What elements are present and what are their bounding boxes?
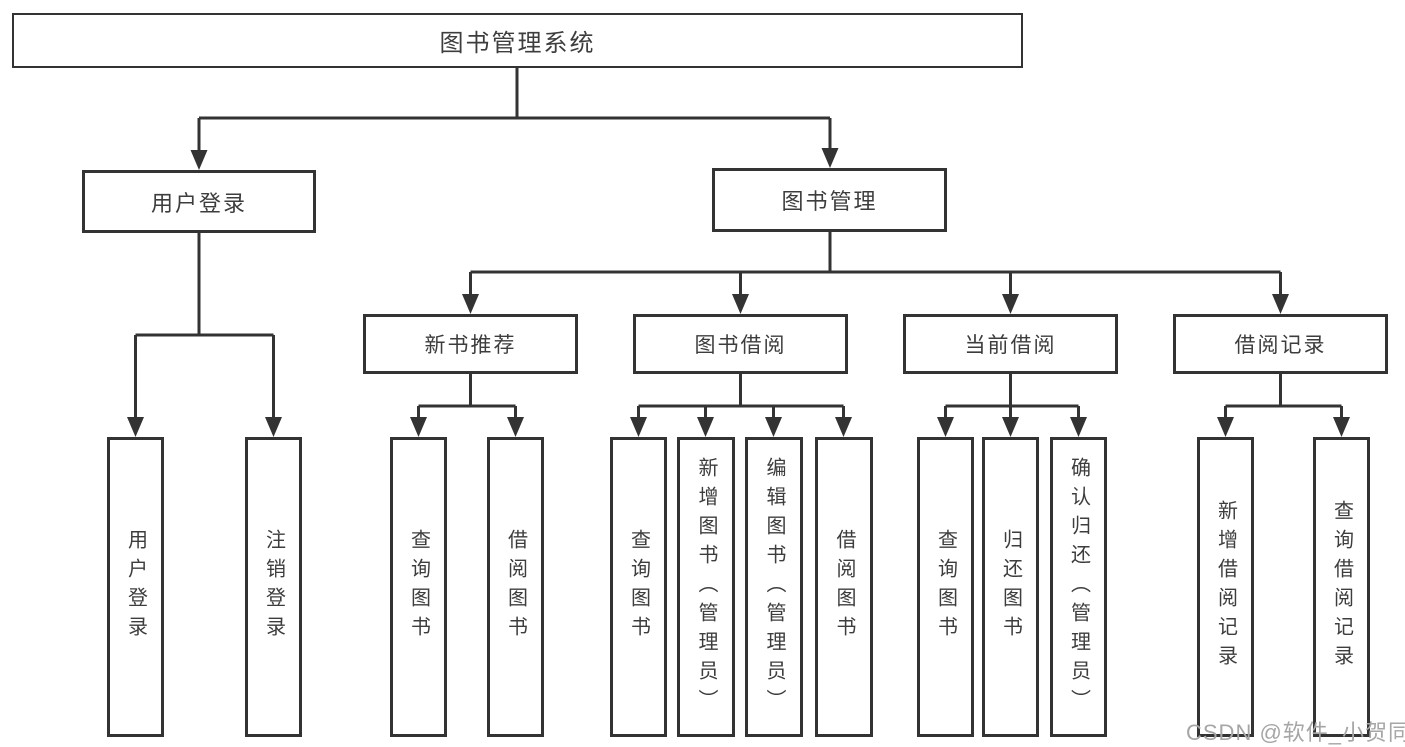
node-label: 新增借阅记录 [1214, 500, 1237, 674]
node-label: 图书管理系统 [439, 30, 596, 57]
leaf-query-books-recommend: 查询图书 [390, 437, 447, 737]
node-label: 图书管理 [781, 189, 878, 214]
node-current-borrow: 当前借阅 [903, 314, 1118, 374]
connector-root [190, 68, 839, 170]
connector-book-borrow [630, 374, 852, 437]
node-label: 用户登录 [124, 529, 147, 645]
leaf-edit-book-admin: 编辑图书（管理员） [745, 437, 803, 737]
node-label: 借阅图书 [504, 529, 527, 645]
leaf-logout: 注销登录 [245, 437, 302, 737]
node-label: 查询借阅记录 [1330, 500, 1353, 674]
node-library-system: 图书管理系统 [12, 13, 1023, 68]
node-label: 新增图书（管理员） [695, 456, 717, 718]
leaf-borrow-books-recommend: 借阅图书 [487, 437, 544, 737]
node-label: 确认归还（管理员） [1067, 456, 1090, 718]
node-label: 用户登录 [150, 190, 247, 216]
connector-book-management [462, 232, 1289, 314]
leaf-query-borrow-record: 查询借阅记录 [1313, 437, 1370, 737]
node-label: 当前借阅 [964, 334, 1057, 357]
leaf-confirm-return-admin: 确认归还（管理员） [1050, 437, 1107, 737]
node-label: 图书借阅 [694, 334, 787, 357]
connector-user-login [127, 233, 282, 437]
csdn-watermark: CSDN @软件_小贺同学 [1186, 720, 1405, 745]
leaf-add-borrow-record: 新增借阅记录 [1197, 437, 1254, 737]
node-label: 查询图书 [627, 529, 650, 645]
node-new-book-recommend: 新书推荐 [363, 314, 578, 374]
leaf-query-books-current: 查询图书 [917, 437, 974, 737]
node-book-borrow: 图书借阅 [633, 314, 848, 374]
connector-borrow-records [1217, 374, 1350, 437]
leaf-return-book: 归还图书 [982, 437, 1039, 737]
node-label: 借阅记录 [1234, 334, 1327, 357]
leaf-add-book-admin: 新增图书（管理员） [677, 437, 735, 737]
leaf-borrow-books: 借阅图书 [815, 437, 873, 737]
node-user-login: 用户登录 [82, 170, 316, 233]
node-label: 借阅图书 [833, 529, 855, 645]
leaf-user-login: 用户登录 [107, 437, 164, 737]
node-label: 查询图书 [407, 529, 430, 645]
node-label: 新书推荐 [424, 334, 517, 357]
node-label: 归还图书 [999, 529, 1022, 645]
node-borrow-records: 借阅记录 [1173, 314, 1388, 374]
leaf-query-books-borrow: 查询图书 [610, 437, 667, 737]
node-label: 编辑图书（管理员） [763, 456, 785, 718]
node-book-management: 图书管理 [712, 168, 947, 232]
node-label: 查询图书 [934, 529, 957, 645]
connector-current-borrow [937, 374, 1087, 437]
connector-new-book [410, 374, 524, 437]
node-label: 注销登录 [262, 529, 285, 645]
